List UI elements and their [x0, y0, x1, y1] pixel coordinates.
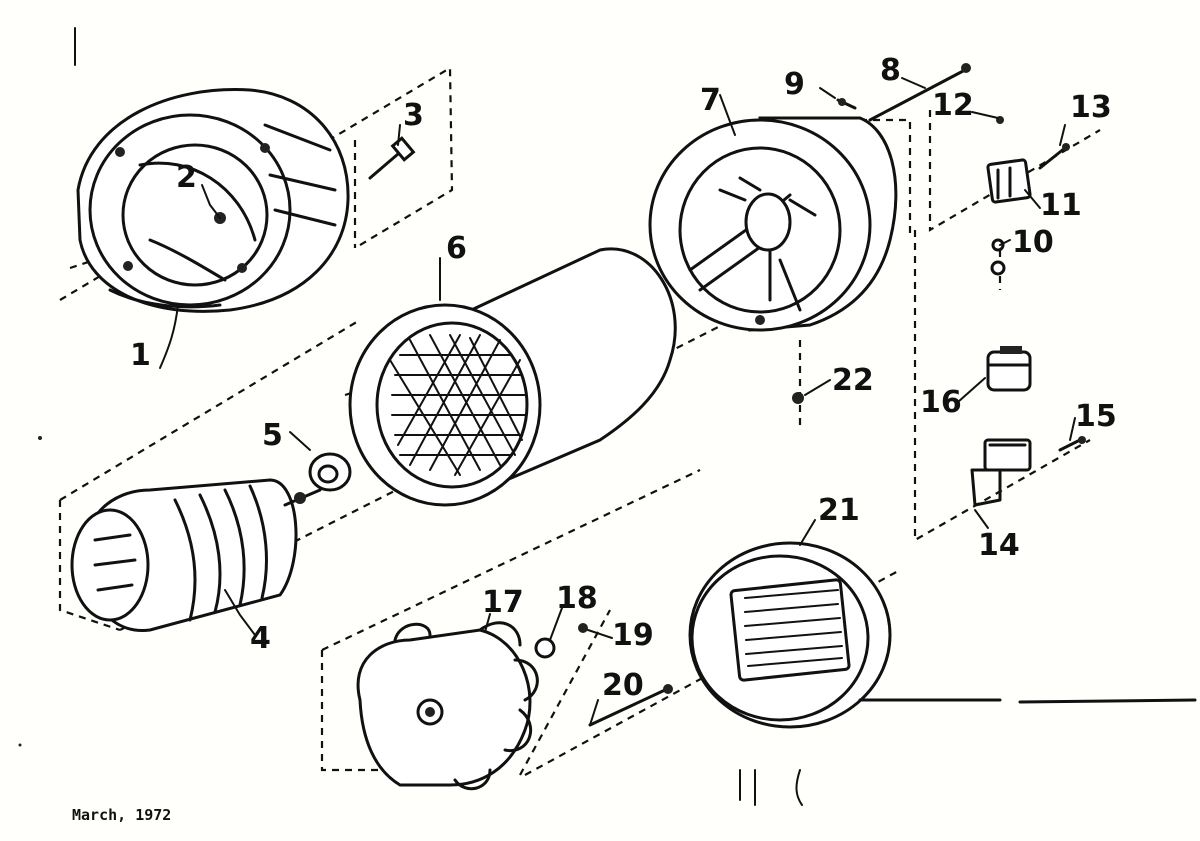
callout-2: 2 [176, 160, 197, 195]
part-9-screw [836, 98, 857, 110]
callout-21: 21 [818, 493, 860, 528]
callout-3: 3 [403, 98, 424, 133]
callout-10: 10 [1012, 225, 1054, 260]
part-1-end-bell-housing [76, 88, 350, 313]
end-cap-grille [744, 589, 843, 667]
callout-11: 11 [1040, 188, 1082, 223]
part-8-through-bolt [868, 63, 971, 122]
part-3-screw [368, 136, 416, 180]
callout-8: 8 [880, 53, 901, 88]
callout-15: 15 [1075, 399, 1117, 434]
diagram-date: March, 1972 [72, 806, 171, 824]
callout-9: 9 [784, 67, 805, 102]
callout-5: 5 [262, 418, 283, 453]
part-16-switch [986, 346, 1032, 392]
callout-19: 19 [612, 618, 654, 653]
callout-22: 22 [832, 363, 874, 398]
callout-13: 13 [1070, 90, 1112, 125]
callout-20: 20 [602, 668, 644, 703]
callout-14: 14 [978, 528, 1020, 563]
part-22-screw [792, 392, 804, 404]
callout-18: 18 [556, 581, 598, 616]
part-21-end-cap [688, 541, 892, 729]
callout-12: 12 [932, 88, 974, 123]
callout-6: 6 [446, 231, 467, 266]
scan-artifacts [18, 27, 1197, 806]
callout-4: 4 [250, 621, 271, 656]
stator-winding-mesh [389, 334, 526, 476]
callout-16: 16 [920, 385, 962, 420]
part-18-washer [534, 637, 556, 659]
part-5-bearing [308, 452, 352, 492]
callout-17: 17 [482, 585, 524, 620]
callout-1: 1 [130, 338, 151, 373]
callout-7: 7 [700, 83, 721, 118]
callout-leader-lines [159, 77, 1076, 726]
callout-labels: 1 2 3 4 5 6 7 8 9 10 11 12 13 14 15 16 1… [130, 53, 1117, 703]
part-19-nut [578, 623, 588, 633]
parts-10-13-brush-hardware [986, 116, 1070, 276]
part-4-armature [70, 478, 322, 632]
part-7-brush-end-housing [648, 116, 898, 332]
part-17-fan [356, 621, 539, 791]
part-6-field-housing [348, 247, 677, 507]
part-14-switch-bracket [970, 436, 1086, 507]
part-20-bolt [588, 684, 673, 727]
